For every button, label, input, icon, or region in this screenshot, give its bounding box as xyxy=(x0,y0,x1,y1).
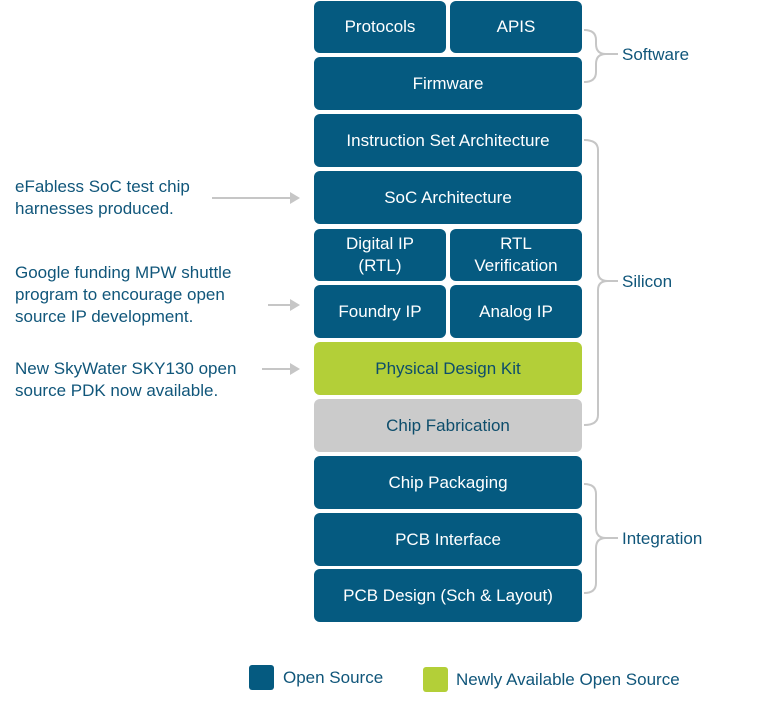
efabless-annotation: eFabless SoC test chip harnesses produce… xyxy=(15,177,190,218)
integration-label: Integration xyxy=(622,529,703,548)
protocols-block: Protocols xyxy=(314,1,446,53)
analog-ip-block: Analog IP xyxy=(450,285,582,338)
pcb-design-block: PCB Design (Sch & Layout) xyxy=(314,569,582,622)
silicon-brace xyxy=(583,139,618,426)
google-annotation: Google funding MPW shuttle program to en… xyxy=(15,263,232,326)
software-brace xyxy=(583,29,618,83)
software-label: Software xyxy=(622,45,690,64)
isa-block: Instruction Set Architecture xyxy=(314,114,582,167)
apis-block: APIS xyxy=(450,1,582,53)
digital-ip-block: Digital IP (RTL) xyxy=(314,229,446,281)
soc-architecture-block: SoC Architecture xyxy=(314,171,582,224)
legend-newly-available-swatch xyxy=(423,667,448,692)
firmware-block: Firmware xyxy=(314,57,582,110)
chip-fabrication-block: Chip Fabrication xyxy=(314,399,582,452)
legend-open-source-swatch xyxy=(249,665,274,690)
chip-packaging-block: Chip Packaging xyxy=(314,456,582,509)
physical-design-kit-block: Physical Design Kit xyxy=(314,342,582,395)
integration-brace xyxy=(583,483,618,594)
legend-newly-available-label: Newly Available Open Source xyxy=(456,670,680,689)
rtl-verification-block: RTL Verification xyxy=(450,229,582,281)
silicon-label: Silicon xyxy=(622,272,673,291)
legend-open-source-label: Open Source xyxy=(283,668,384,687)
foundry-ip-block: Foundry IP xyxy=(314,285,446,338)
skywater-annotation: New SkyWater SKY130 open source PDK now … xyxy=(15,359,237,400)
pcb-interface-block: PCB Interface xyxy=(314,513,582,566)
